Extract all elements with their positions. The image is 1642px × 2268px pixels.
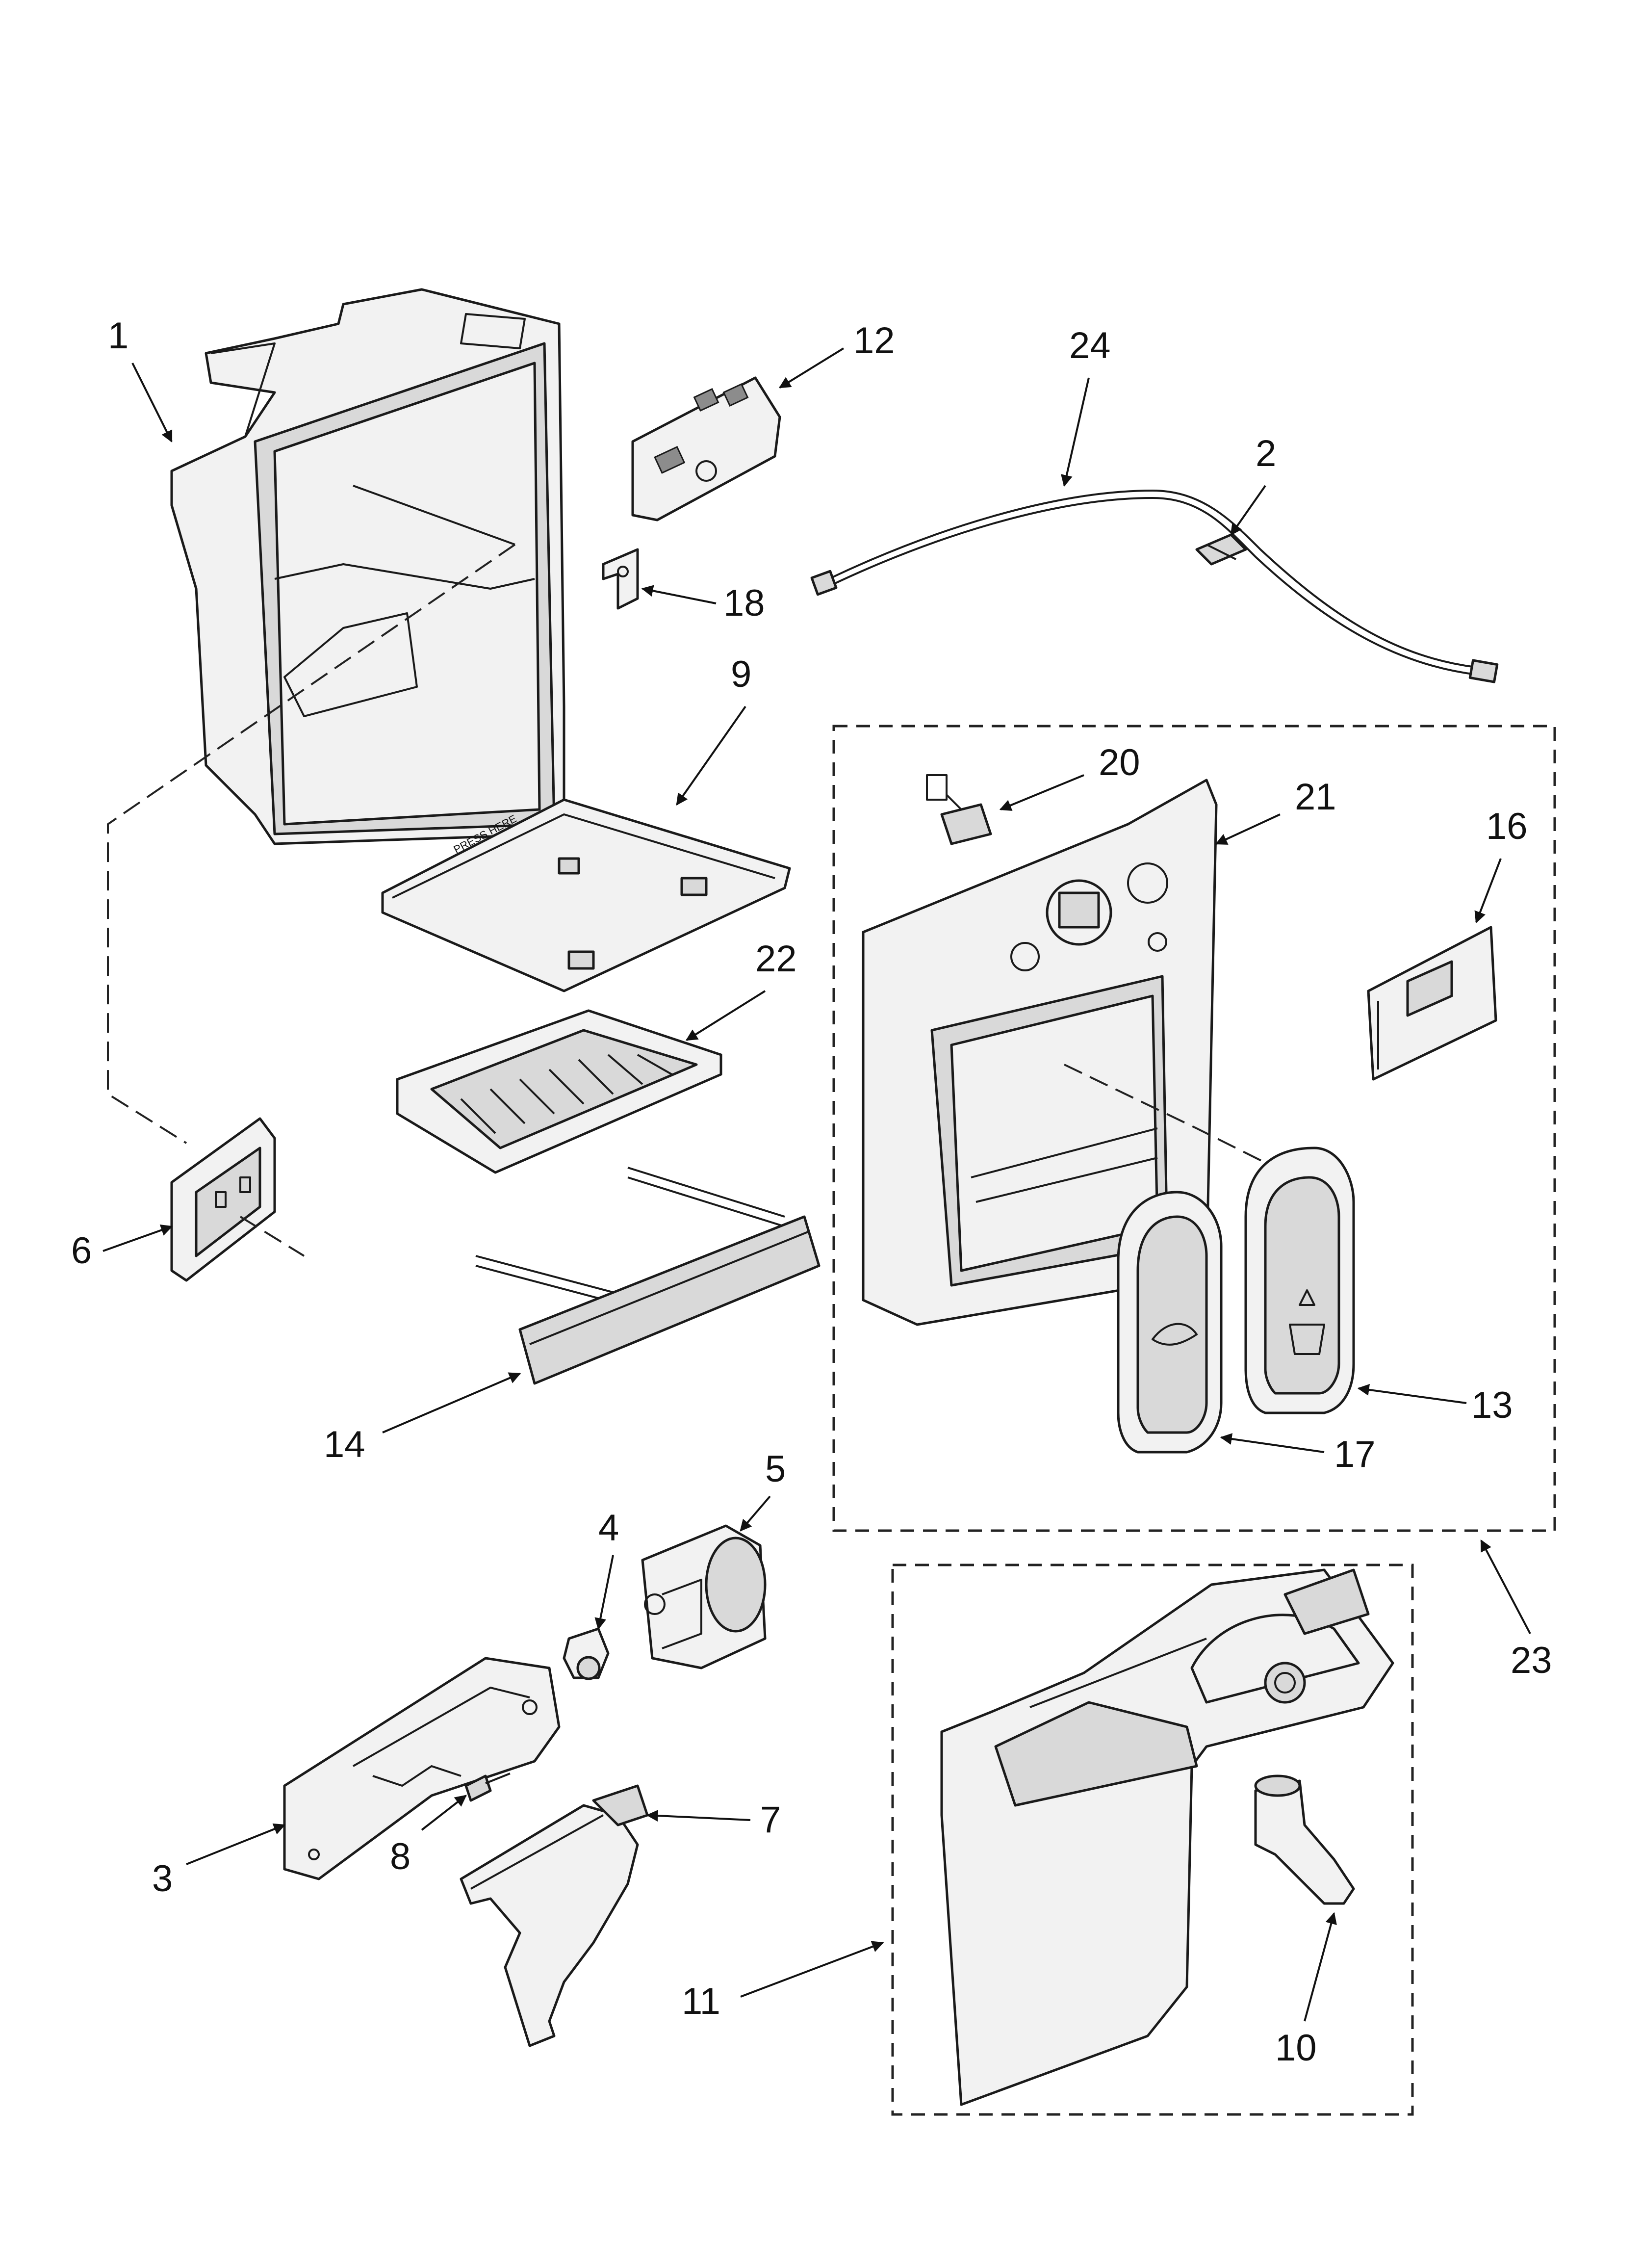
- leader-5: [740, 1495, 771, 1532]
- callout-5: 5: [765, 1448, 786, 1490]
- leader-17: [1220, 1433, 1325, 1453]
- callout-13: 13: [1471, 1384, 1513, 1426]
- callout-22: 22: [755, 938, 797, 980]
- alignment-line-1-6: [107, 544, 516, 1144]
- callout-3: 3: [152, 1858, 173, 1900]
- callout-7: 7: [760, 1799, 781, 1841]
- part-8-screw: [464, 1773, 511, 1802]
- callout-8: 8: [390, 1836, 410, 1877]
- callout-6: 6: [71, 1230, 92, 1272]
- part-5-motor: [641, 1524, 767, 1669]
- part-21-dispenser-housing: [862, 779, 1276, 1326]
- leader-21: [1215, 813, 1281, 845]
- part-11-ice-chute: [940, 1568, 1394, 2106]
- callout-12: 12: [853, 320, 895, 362]
- leader-2: [1230, 485, 1266, 536]
- leader-20: [999, 774, 1084, 811]
- leader-6: [103, 1224, 173, 1252]
- part-6-module: [170, 1117, 305, 1282]
- callout-17: 17: [1334, 1434, 1376, 1475]
- callout-1: 1: [108, 315, 128, 357]
- callout-9: 9: [731, 653, 751, 695]
- part-14-handle: [475, 1167, 821, 1385]
- leader-22: [685, 990, 766, 1041]
- part-4-cam: [563, 1627, 610, 1680]
- assembly-box-11: [891, 1564, 1414, 2116]
- leader-1: [131, 363, 173, 443]
- leader-10: [1304, 1912, 1337, 2022]
- part-13-water-paddle: [1244, 1147, 1355, 1414]
- part-7-linkage: [460, 1784, 649, 2047]
- part-1-ice-housing: [170, 288, 565, 845]
- leader-18: [641, 585, 717, 604]
- callout-20: 20: [1099, 742, 1140, 783]
- leader-4: [594, 1555, 614, 1630]
- leader-16: [1474, 858, 1502, 924]
- part-9-shelf: PRESS HERE: [381, 798, 791, 992]
- callout-21: 21: [1295, 776, 1336, 818]
- callout-2: 2: [1256, 433, 1276, 474]
- callout-16: 16: [1486, 806, 1528, 847]
- part-10-spout: [1254, 1774, 1355, 1905]
- leader-23: [1480, 1539, 1531, 1634]
- callout-10: 10: [1275, 2027, 1317, 2069]
- part-20-switch: [926, 774, 992, 845]
- callout-14: 14: [324, 1424, 365, 1465]
- callout-23: 23: [1511, 1640, 1552, 1681]
- leader-24: [1061, 377, 1090, 487]
- part-18-bracket: [602, 548, 639, 610]
- leader-13: [1357, 1384, 1467, 1404]
- part-16-control-panel: [1367, 926, 1497, 1081]
- leader-11: [740, 1941, 884, 1998]
- callout-11: 11: [682, 1981, 720, 2022]
- callout-18: 18: [723, 582, 765, 624]
- part-17-ice-paddle: [1117, 1191, 1223, 1454]
- part-12-control-board: [631, 376, 781, 521]
- part-22-drip-tray: [396, 1009, 722, 1174]
- part-3-bracket: [283, 1657, 561, 1880]
- leader-3: [186, 1823, 286, 1865]
- leader-8: [421, 1795, 467, 1831]
- callout-24: 24: [1069, 325, 1111, 366]
- part-2-connector: [1195, 533, 1247, 566]
- leader-7: [646, 1810, 751, 1822]
- assembly-box-23: [832, 725, 1556, 1532]
- leader-9: [676, 705, 746, 806]
- part-24-wire-harness: [810, 490, 1499, 683]
- callout-4: 4: [598, 1507, 619, 1549]
- leader-12: [778, 347, 845, 389]
- leader-14: [382, 1372, 521, 1434]
